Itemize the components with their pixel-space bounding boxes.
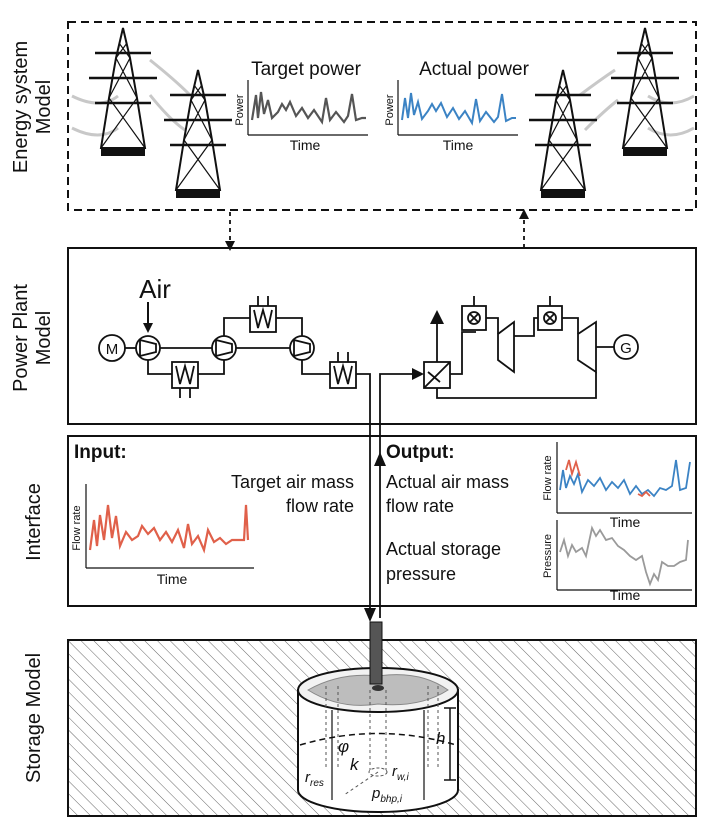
output-pressure-chart: Pressure Time	[542, 520, 692, 603]
generator-icon	[613, 334, 639, 360]
power-lines-left	[71, 58, 192, 137]
output-desc1-line2: flow rate	[386, 496, 454, 516]
output-pressure-ylabel: Pressure	[542, 534, 554, 578]
target-power-chart: Target power Power Time	[234, 59, 368, 153]
output-flow-chart: Flow rate Time	[542, 442, 692, 530]
input-desc-line1: Target air mass	[231, 472, 354, 492]
generator-symbol: G	[620, 340, 632, 357]
param-r-res: rres	[305, 769, 324, 789]
input-desc-line2: flow rate	[286, 496, 354, 516]
turbine-icon	[497, 320, 515, 374]
energy-label-line2: Model	[33, 80, 55, 134]
input-flow-series	[88, 504, 250, 554]
param-phi: φ	[338, 737, 349, 756]
target-power-xlabel: Time	[290, 137, 321, 153]
energy-system-box	[67, 21, 697, 211]
reservoir-cylinder	[297, 667, 459, 813]
compressor-train	[98, 296, 371, 618]
input-title: Input:	[74, 442, 127, 463]
output-desc1-line1: Actual air mass	[386, 472, 509, 492]
param-h: h	[436, 729, 445, 748]
energy-system-section: Energy system Model Target power Power T…	[10, 21, 697, 211]
input-flow-chart: Flow rate Time	[71, 484, 254, 587]
actual-power-series	[401, 92, 516, 126]
interface-section: Interface Input: Target air mass flow ra…	[23, 435, 697, 607]
transmission-tower-icon	[87, 26, 159, 158]
output-desc2-line2: pressure	[386, 564, 456, 584]
power-plant-box	[67, 247, 697, 425]
actual-power-chart: Actual power Power Time	[384, 59, 530, 153]
plant-label-line2: Model	[33, 311, 55, 365]
storage-section: Storage Model φ k h rres r	[23, 621, 697, 817]
output-flow-highlight	[565, 458, 581, 478]
transmission-tower-icon	[162, 68, 234, 200]
power-plant-section: Power Plant Model Air	[10, 247, 697, 618]
output-flow-highlight	[637, 490, 651, 498]
turbine-icon	[577, 320, 597, 374]
arrow-plant-to-storage	[364, 608, 376, 622]
actual-power-xlabel: Time	[443, 137, 474, 153]
transmission-tower-icon	[609, 26, 681, 158]
output-pressure-series	[559, 525, 689, 587]
target-power-ylabel: Power	[234, 94, 246, 126]
output-flow-xlabel: Time	[610, 514, 641, 530]
output-flow-ylabel: Flow rate	[542, 455, 554, 500]
output-title: Output:	[386, 442, 455, 463]
param-r-wi: rw,i	[392, 763, 409, 783]
output-pressure-xlabel: Time	[610, 587, 641, 603]
motor-symbol: M	[106, 341, 119, 358]
input-chart-ylabel: Flow rate	[71, 505, 83, 550]
param-k: k	[350, 755, 360, 774]
output-flow-series	[559, 459, 691, 498]
interface-box	[67, 435, 697, 607]
param-p-bhp: pbhp,i	[371, 785, 403, 805]
storage-label: Storage Model	[23, 653, 45, 783]
actual-power-title: Actual power	[419, 59, 530, 80]
wellbore-pipe	[369, 621, 383, 685]
expansion-train	[379, 296, 639, 618]
input-chart-xlabel: Time	[157, 571, 188, 587]
arrow-storage-to-plant	[374, 452, 386, 466]
target-power-title: Target power	[251, 59, 362, 80]
output-desc2-line1: Actual storage	[386, 539, 501, 559]
energy-label-line1: Energy system	[10, 41, 32, 173]
target-power-series	[250, 91, 366, 125]
interface-label: Interface	[23, 483, 45, 561]
air-label: Air	[139, 274, 171, 304]
actual-power-ylabel: Power	[384, 94, 396, 126]
plant-label-line1: Power Plant	[10, 284, 32, 392]
